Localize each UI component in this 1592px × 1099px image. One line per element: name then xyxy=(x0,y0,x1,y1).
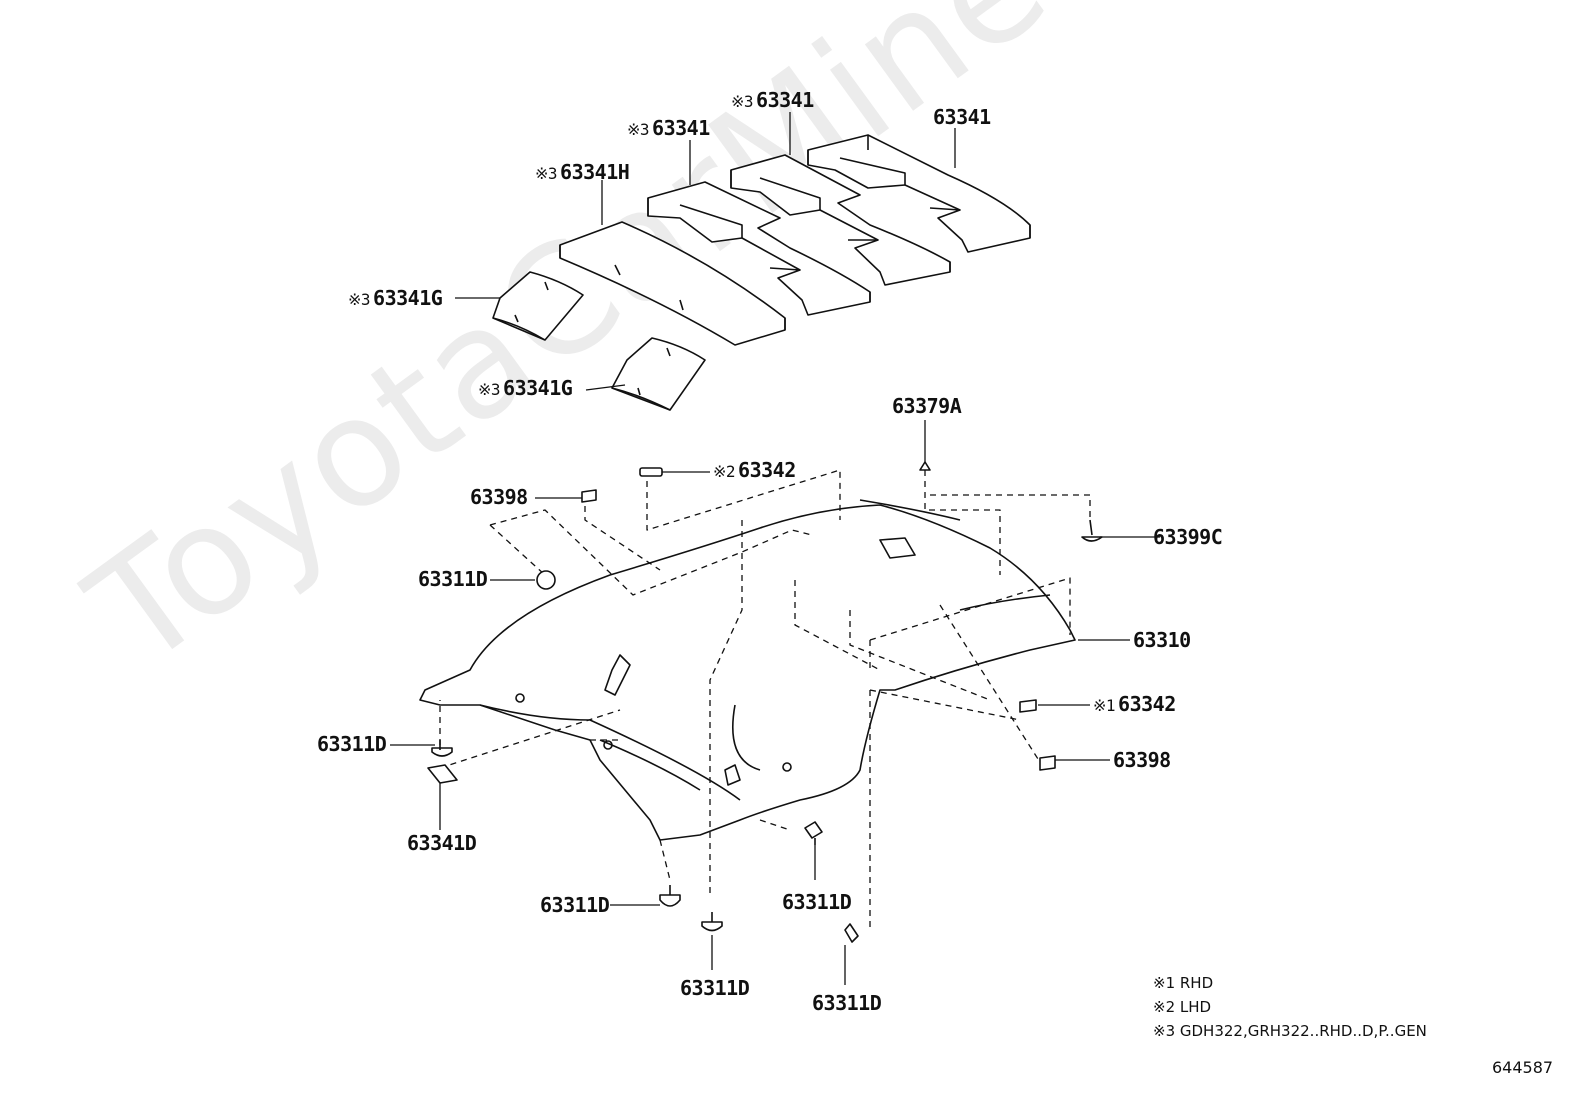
label-63311D-bottom-right: 63311D xyxy=(812,991,882,1015)
label-code: 63341D xyxy=(407,831,477,855)
clip-63379A xyxy=(919,461,931,471)
label-code: 63342 xyxy=(738,458,796,482)
label-code: 63341H xyxy=(560,160,630,184)
reference-number: 644587 xyxy=(1492,1058,1554,1077)
pad-63341H xyxy=(559,221,786,346)
label-code: 63310 xyxy=(1133,628,1191,652)
label-mark: ※3 xyxy=(478,380,501,399)
note-lhd: ※2 LHD xyxy=(1153,998,1212,1016)
small-parts xyxy=(427,461,1103,943)
label-63311D-center: 63311D xyxy=(782,890,852,914)
label-mark: ※3 xyxy=(627,120,650,139)
label-code: 63341G xyxy=(503,376,573,400)
pad-63341-right xyxy=(807,134,1031,253)
label-code: 63399C xyxy=(1153,525,1223,549)
clip-63311D-left xyxy=(431,740,453,757)
label-63311D-bottom-left: 63311D xyxy=(540,893,610,917)
clip-63311D-upper xyxy=(536,570,556,590)
label-code: 63398 xyxy=(470,485,528,509)
label-code: 63311D xyxy=(540,893,610,917)
label-63310: 63310 xyxy=(1133,630,1191,650)
label-code: 63341 xyxy=(652,116,710,140)
clip-63311D-bottom-left xyxy=(659,885,681,907)
assembly-dashed-lines xyxy=(439,469,1091,930)
label-63311D-bottom-mid: 63311D xyxy=(680,976,750,1000)
label-code: 63311D xyxy=(782,890,852,914)
pad-63342-top xyxy=(639,467,663,477)
label-code: 63311D xyxy=(812,991,882,1015)
label-code: 63341G xyxy=(373,286,443,310)
pad-63342-right xyxy=(1019,699,1037,713)
headliner-63310 xyxy=(419,499,1076,841)
pad-63398-right xyxy=(1039,755,1056,771)
pad-63341-mid xyxy=(730,154,951,286)
label-code: 63341 xyxy=(933,105,991,129)
label-code: 63342 xyxy=(1118,692,1176,716)
label-mark: ※1 xyxy=(1093,696,1116,715)
label-63311D-upper-left: 63311D xyxy=(418,567,488,591)
label-code: 63341 xyxy=(756,88,814,112)
label-63398-right: 63398 xyxy=(1113,750,1171,770)
label-code: 63311D xyxy=(317,732,387,756)
label-code: 63398 xyxy=(1113,748,1171,772)
label-63341D: 63341D xyxy=(407,831,477,855)
clip-63311D-bottom-right xyxy=(844,923,859,943)
solid-leader-lines xyxy=(390,112,1160,985)
label-mark: ※3 xyxy=(731,92,754,111)
label-code: 63311D xyxy=(418,567,488,591)
clip-63311D-bottom-mid xyxy=(701,912,723,932)
label-63311D-left: 63311D xyxy=(317,732,387,756)
pad-63341G-lower xyxy=(611,337,706,411)
pad-63341-left xyxy=(647,181,871,316)
label-63341-right: 63341 xyxy=(930,107,991,127)
label-code: 63311D xyxy=(680,976,750,1000)
label-63398-left: 63398 xyxy=(470,487,528,507)
clip-63399C xyxy=(1081,519,1103,542)
label-code: 63379A xyxy=(892,394,962,418)
pad-63341G-upper xyxy=(492,271,584,341)
note-gen: ※3 GDH322,GRH322..RHD..D,P..GEN xyxy=(1153,1022,1427,1040)
label-mark: ※2 xyxy=(713,462,736,481)
clip-63311D-center xyxy=(804,821,823,845)
label-63399C: 63399C xyxy=(1153,525,1223,549)
note-rhd: ※1 RHD xyxy=(1153,974,1214,992)
pad-63398-left xyxy=(581,489,597,503)
label-mark: ※3 xyxy=(348,290,371,309)
pad-63341D xyxy=(427,764,458,784)
label-63379A: 63379A xyxy=(892,394,962,418)
label-mark: ※3 xyxy=(535,164,558,183)
